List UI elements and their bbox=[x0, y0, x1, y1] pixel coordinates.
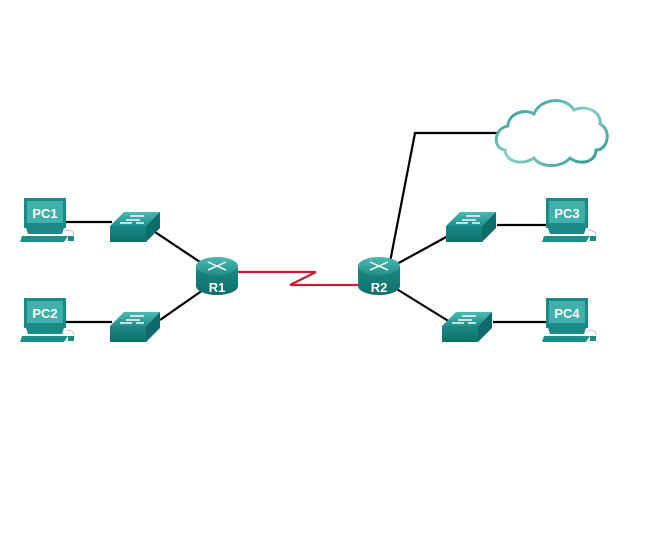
links bbox=[66, 131, 550, 324]
pc-icon bbox=[542, 298, 597, 342]
link-r2-s3 bbox=[394, 235, 449, 266]
link-s2-r1 bbox=[159, 289, 204, 321]
switch-icon bbox=[110, 312, 160, 342]
pc-icon bbox=[20, 198, 75, 242]
switch-icon bbox=[446, 212, 496, 242]
switch-s1[interactable] bbox=[110, 212, 160, 242]
switch-s3[interactable] bbox=[446, 212, 496, 242]
pc-label: PC2 bbox=[32, 306, 57, 321]
pc-label: PC1 bbox=[32, 206, 57, 221]
router-label: R2 bbox=[371, 280, 388, 295]
link-s1-r1 bbox=[154, 231, 204, 265]
link-r2-internet bbox=[388, 131, 499, 263]
router-icon bbox=[358, 257, 400, 295]
link-r1-r2-serial bbox=[238, 270, 362, 287]
link-r2-s4 bbox=[394, 287, 451, 323]
pc-icon bbox=[542, 198, 597, 242]
router-label: R1 bbox=[209, 280, 226, 295]
router-icon bbox=[196, 257, 238, 295]
pc-pc4[interactable]: PC4 bbox=[542, 298, 597, 342]
pc-label: PC3 bbox=[554, 206, 579, 221]
router-r1[interactable]: R1 bbox=[196, 257, 238, 295]
switch-icon bbox=[110, 212, 160, 242]
pc-pc2[interactable]: PC2 bbox=[20, 298, 75, 342]
switch-s2[interactable] bbox=[110, 312, 160, 342]
pc-pc3[interactable]: PC3 bbox=[542, 198, 597, 242]
router-r2[interactable]: R2 bbox=[358, 257, 400, 295]
pc-icon bbox=[20, 298, 75, 342]
switch-icon bbox=[442, 312, 492, 342]
internet-cloud-icon bbox=[494, 99, 609, 167]
pc-label: PC4 bbox=[554, 306, 580, 321]
pc-pc1[interactable]: PC1 bbox=[20, 198, 75, 242]
switch-s4[interactable] bbox=[442, 312, 492, 342]
